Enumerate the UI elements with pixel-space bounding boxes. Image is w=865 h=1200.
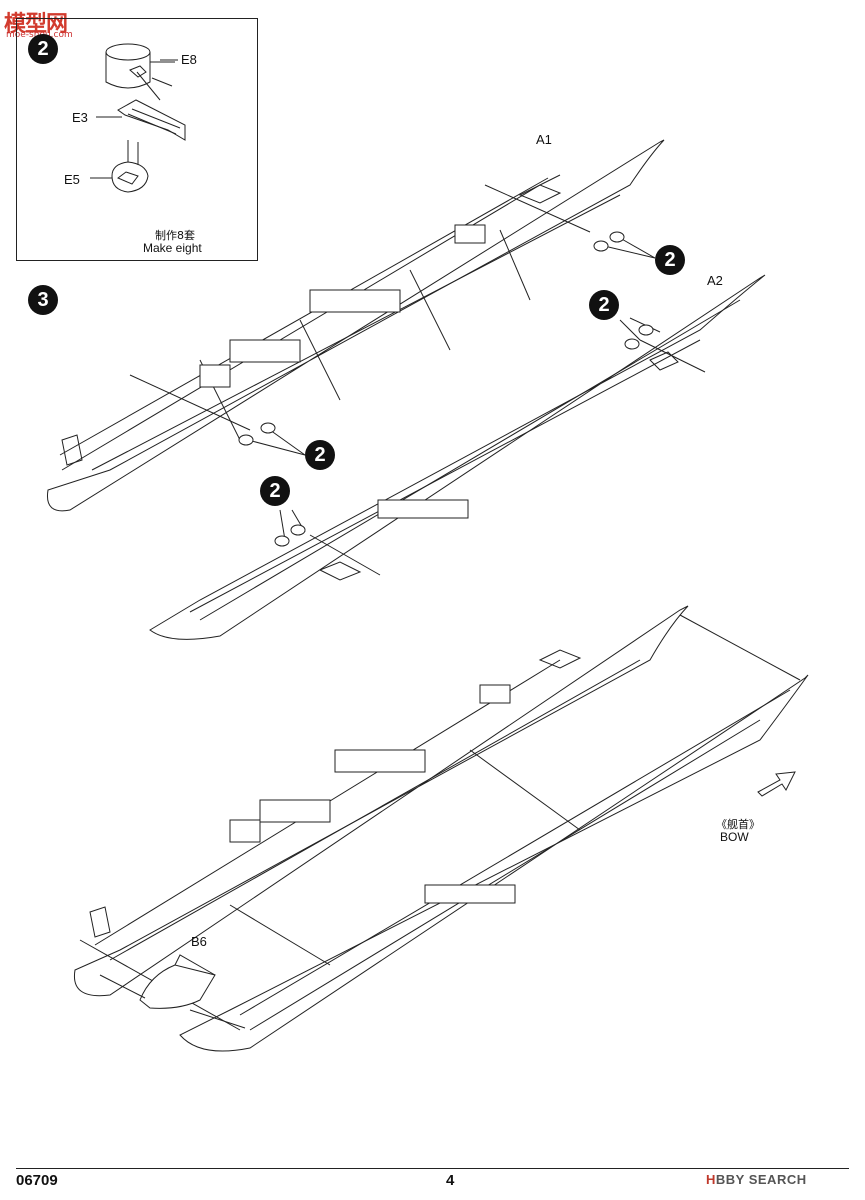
hull-a1-drawing [46,139,665,512]
callout-step-2-a2: 2 [589,290,619,320]
footer-watermark: HBBY SEARCH [706,1172,807,1187]
part-e5-drawing [111,140,149,193]
part-label-a1: A1 [536,132,552,147]
part-label-b6: B6 [191,934,207,949]
footer-product-code: 06709 [16,1172,58,1189]
callout-step-2-a2-stern: 2 [260,476,290,506]
step-3-number: 3 [28,285,58,315]
footer-divider [16,1168,849,1169]
inset-caption-en: Make eight [143,241,202,255]
callout-step-2-a1-stern: 2 [305,440,335,470]
bow-label-cn: 《舰首》 [716,818,760,831]
bow-arrow-icon [757,771,796,797]
callout-step-2-a1: 2 [655,245,685,275]
inset-step-2-box [16,18,258,261]
footer-watermark-accent: H [706,1172,716,1187]
inset-caption-cn: 制作8套 [155,229,195,242]
part-e8-drawing [105,43,175,101]
footer-watermark-rest: BBY SEARCH [715,1172,807,1187]
bow-label-en: BOW [720,830,749,844]
part-label-a2: A2 [707,273,723,288]
hull-a2-drawing [149,274,766,640]
hull-assembled-drawing [73,605,809,1052]
part-label-e3: E3 [72,110,88,125]
footer-page-number: 4 [446,1172,455,1189]
inset-step-number: 2 [28,34,58,64]
watermark-logo: 模型网 [4,12,68,37]
part-b6-drawing [139,954,216,1009]
part-label-e8: E8 [181,52,197,67]
part-label-e5: E5 [64,172,80,187]
part-e3-drawing [117,99,186,141]
